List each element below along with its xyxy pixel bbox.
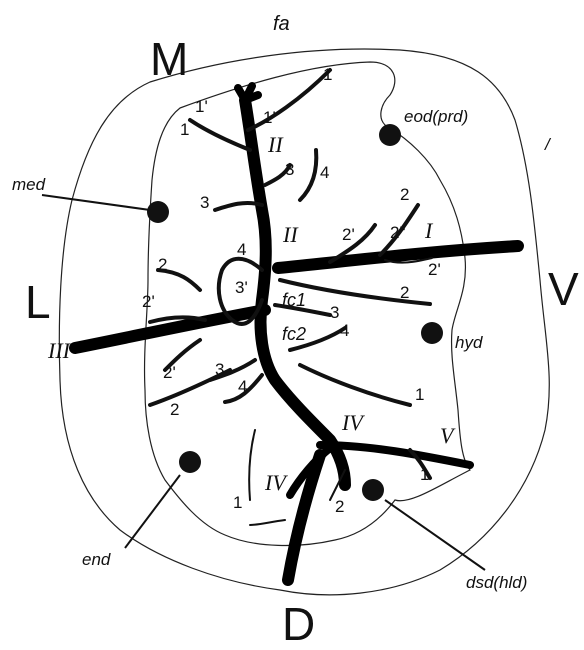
label-dsd: dsd(hld): [466, 573, 527, 592]
label-fc1: fc1: [282, 290, 306, 310]
canal-2p-left2: [163, 338, 202, 372]
num-1-r: 1: [415, 385, 424, 404]
canal-IV-V: [316, 441, 474, 469]
num-1-top: 1: [323, 65, 332, 84]
num-2p-l: 2': [142, 292, 155, 311]
num-2p-l2: 2': [163, 363, 176, 382]
num-3-low: 3: [215, 360, 224, 379]
num-3-top: 3: [285, 160, 294, 179]
canal-2-I: [328, 223, 377, 264]
canal-I: [272, 240, 524, 274]
num-3-fc: 3: [330, 303, 339, 322]
canal-2-bottom: [329, 469, 346, 501]
canal-mid-loop: [216, 256, 264, 326]
orient-V: V: [548, 263, 579, 315]
roman-II-lower: II: [282, 222, 299, 247]
canal-D-root: [282, 449, 326, 586]
label-eod: eod(prd): [404, 107, 468, 126]
num-4-mid: 4: [237, 240, 246, 259]
label-fa: fa: [273, 13, 290, 35]
num-2-r1: 2: [400, 185, 409, 204]
canal-3-top: [263, 163, 292, 187]
dsd-pointer: [384, 499, 486, 571]
num-2-l3: 2: [170, 400, 179, 419]
canal-3-low: [208, 358, 257, 382]
num-4-top: 4: [320, 163, 329, 182]
canal-1-right: [298, 363, 412, 407]
label-hyd: hyd: [455, 333, 483, 352]
canal-3-left: [213, 200, 264, 212]
med-pointer: [41, 194, 151, 211]
label-slash: /: [544, 135, 552, 154]
label-med: med: [12, 175, 46, 194]
canal-2p-left: [148, 315, 207, 324]
num-2-bot: 2: [335, 497, 344, 516]
num-4-fc: 4: [340, 321, 349, 340]
num-2p-r2: 2': [428, 260, 441, 279]
end-dot: [179, 451, 201, 473]
num-1p-a: 1': [195, 97, 208, 116]
roman-II-upper: II: [267, 132, 284, 157]
main-canal-trunk: [239, 94, 351, 491]
roman-IV-upper: IV: [341, 410, 365, 435]
num-1-left: 1: [180, 120, 189, 139]
canal-2pp-I: [378, 203, 420, 257]
canal-fc3: [273, 303, 332, 317]
num-2-l1: 2: [158, 255, 167, 274]
orient-L: L: [25, 276, 51, 328]
num-3-left: 3: [200, 193, 209, 212]
canal-2-right: [278, 278, 432, 306]
num-3p-mid: 3': [235, 278, 248, 297]
canal-V-branch: [408, 448, 432, 480]
canal-2p-I: [384, 257, 433, 264]
num-2pp-r: 2": [390, 223, 406, 242]
canal-4-top: [298, 148, 319, 202]
outer-outline: [58, 48, 550, 596]
med-dot: [147, 201, 169, 223]
end-pointer: [124, 474, 181, 549]
canal-fa-branch: [234, 82, 262, 104]
num-1p-b: 1': [263, 108, 276, 127]
canal-2-left-upper: [156, 268, 202, 292]
num-4-low: 4: [238, 377, 247, 396]
num-1-br: 1: [420, 465, 429, 484]
canal-fc4: [288, 326, 347, 352]
eod-dot: [379, 124, 401, 146]
label-end: end: [82, 550, 111, 569]
roman-I: I: [424, 218, 434, 243]
roman-III: III: [47, 338, 72, 363]
orient-D: D: [282, 598, 315, 650]
hyd-dot: [421, 322, 443, 344]
label-fc2: fc2: [282, 324, 306, 344]
roman-IV-lower: IV: [264, 470, 288, 495]
num-2-r3: 2: [400, 283, 409, 302]
canal-4-low: [223, 373, 264, 404]
roman-V: V: [440, 423, 456, 448]
num-2p-r: 2': [342, 225, 355, 244]
canal-1-bottom-left: [248, 429, 286, 526]
canal-IV-lower: [286, 444, 334, 499]
dsd-dot: [362, 479, 384, 501]
orient-M: M: [150, 33, 188, 85]
canal-1p-branch: [246, 68, 332, 132]
canal-III: [69, 304, 271, 354]
num-1-bl: 1: [233, 493, 242, 512]
canal-left-upper: [188, 118, 252, 152]
